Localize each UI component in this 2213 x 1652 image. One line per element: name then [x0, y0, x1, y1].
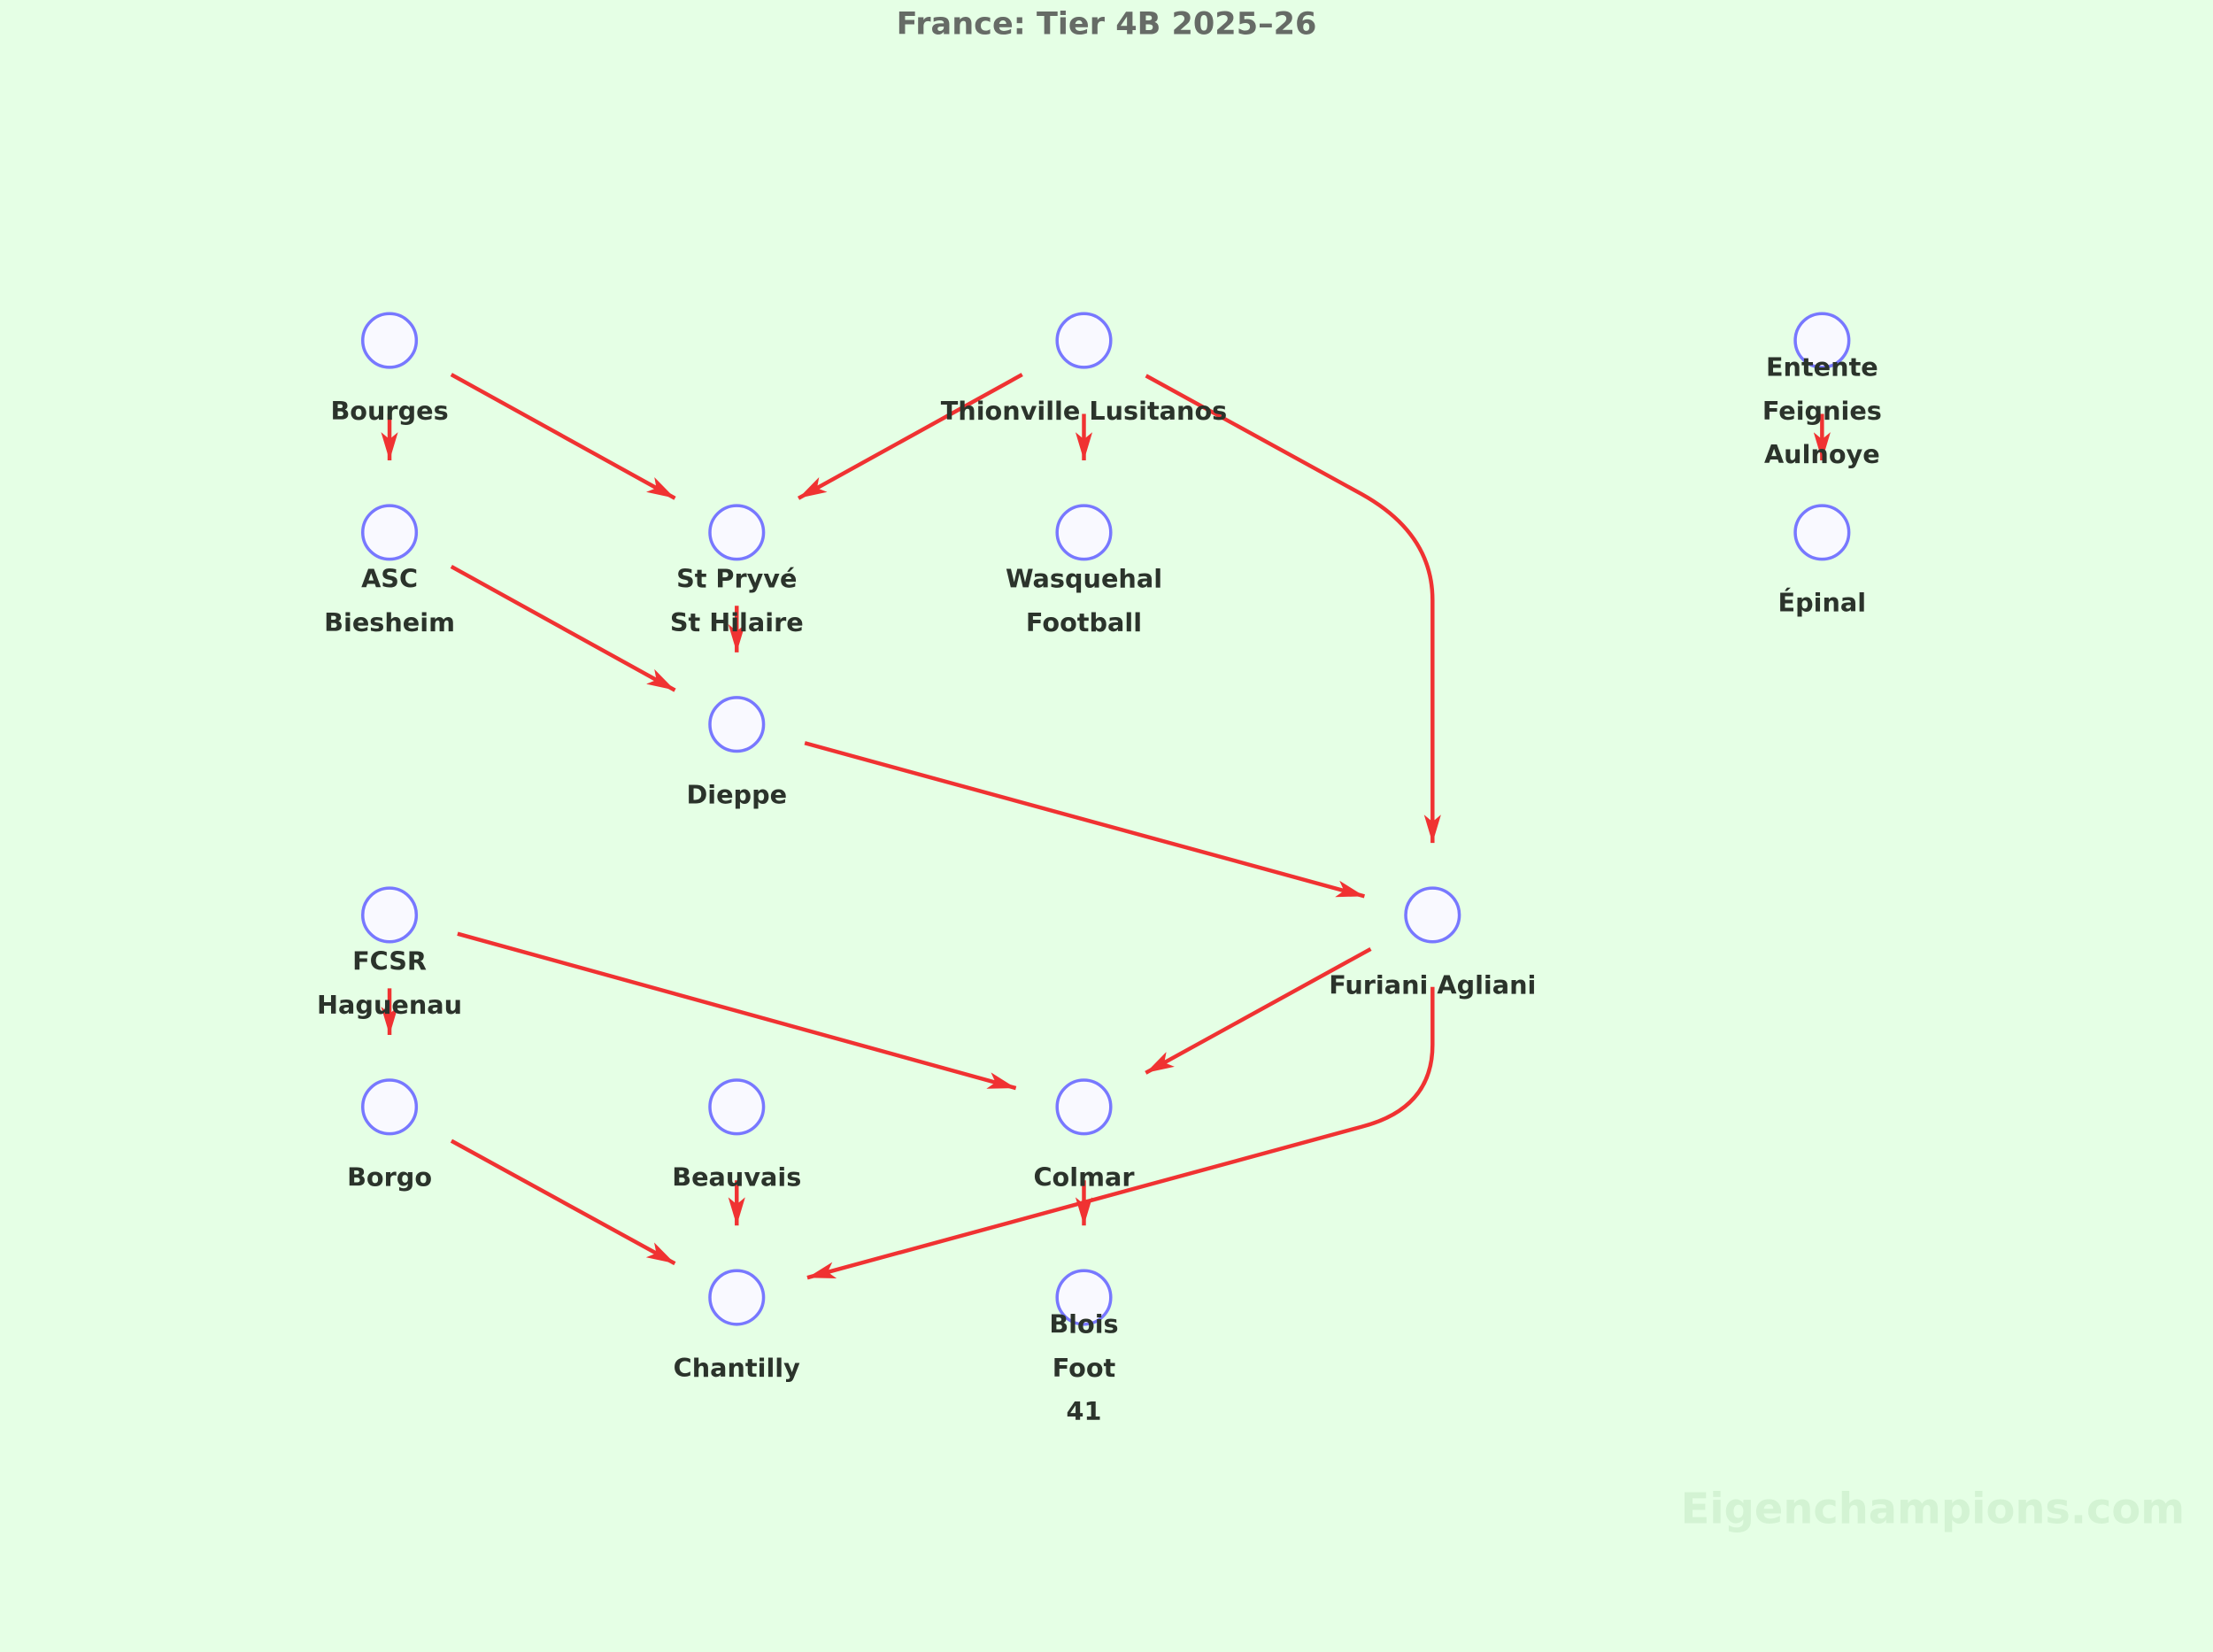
node-furiani: Furiani Agliani [1329, 886, 1536, 1000]
node-circle [361, 886, 419, 944]
node-circle [1055, 504, 1113, 561]
watermark: Eigenchampions.com [1681, 1486, 2186, 1534]
node-label: Blois [1049, 1308, 1118, 1339]
node-circle [708, 696, 766, 753]
node-label: Bourges [330, 396, 448, 426]
node-label: Épinal [1778, 588, 1867, 618]
chart-title: France: Tier 4B 2025–26 [897, 6, 1317, 42]
nodes-layer: Bourges Thionville Lusitanos EntenteFeigni… [317, 312, 1882, 1426]
edge-dieppe-to-furiani [804, 741, 1366, 899]
node-circle [1055, 1269, 1113, 1326]
edge-borgo-to-chantilly [450, 1139, 676, 1266]
node-label: Colmar [1033, 1162, 1135, 1193]
edge-thionville-to-stpryve [797, 373, 1023, 500]
node-fcsr: FCSR Haguenau [317, 886, 462, 1020]
node-label: Haguenau [317, 990, 462, 1020]
node-label: Entente [1766, 351, 1878, 382]
edge-bourges-to-stpryve [450, 373, 676, 500]
node-label: Borgo [347, 1162, 432, 1193]
edge-furiani-to-chantilly [806, 986, 1435, 1280]
edge-fcsr-to-colmar [457, 931, 1017, 1091]
node-circle [708, 1269, 766, 1326]
node-label: Football [1026, 607, 1142, 637]
node-thionville: Thionville Lusitanos [941, 312, 1228, 426]
node-label: Dieppe [686, 779, 787, 809]
node-epinal: Épinal [1778, 504, 1867, 618]
edge-thionville-to-furiani [1145, 374, 1441, 844]
node-circle [361, 312, 419, 369]
node-circle [361, 1078, 419, 1136]
edge-furiani-to-colmar [1145, 946, 1372, 1075]
node-label: Furiani Agliani [1329, 970, 1536, 1000]
node-circle [1793, 504, 1851, 561]
node-label: Aulnoye [1764, 439, 1880, 469]
node-label: Beauvais [672, 1162, 801, 1193]
node-stpryve: St Pryvé St Hilaire [670, 504, 804, 637]
node-label: St Hilaire [670, 607, 804, 637]
node-beauvais: Beauvais [672, 1078, 801, 1193]
node-chantilly: Chantilly [674, 1269, 800, 1383]
node-circle [1793, 312, 1851, 369]
node-colmar: Colmar [1033, 1078, 1135, 1193]
node-borgo: Borgo [347, 1078, 432, 1193]
node-circle [708, 504, 766, 561]
node-circle [1404, 886, 1461, 944]
node-circle [708, 1078, 766, 1136]
node-circle [361, 504, 419, 561]
edges-layer [381, 373, 1831, 1280]
edge-asc-to-dieppe [450, 564, 676, 692]
node-asc: ASC Biesheim [324, 504, 455, 637]
node-label: 41 [1067, 1396, 1102, 1426]
node-label: Chantilly [674, 1353, 800, 1383]
node-label: Feignies [1762, 396, 1882, 426]
node-label: ASC [361, 564, 418, 594]
node-label: St Pryvé [676, 564, 797, 594]
node-circle [1055, 1078, 1113, 1136]
node-label: Wasquehal [1006, 564, 1162, 594]
node-label: Thionville Lusitanos [941, 396, 1228, 426]
node-bourges: Bourges [330, 312, 449, 426]
node-dieppe: Dieppe [686, 696, 787, 809]
node-label: FCSR [352, 946, 427, 977]
node-label: Biesheim [324, 607, 455, 637]
node-label: Foot [1053, 1353, 1116, 1383]
node-circle [1055, 312, 1113, 369]
